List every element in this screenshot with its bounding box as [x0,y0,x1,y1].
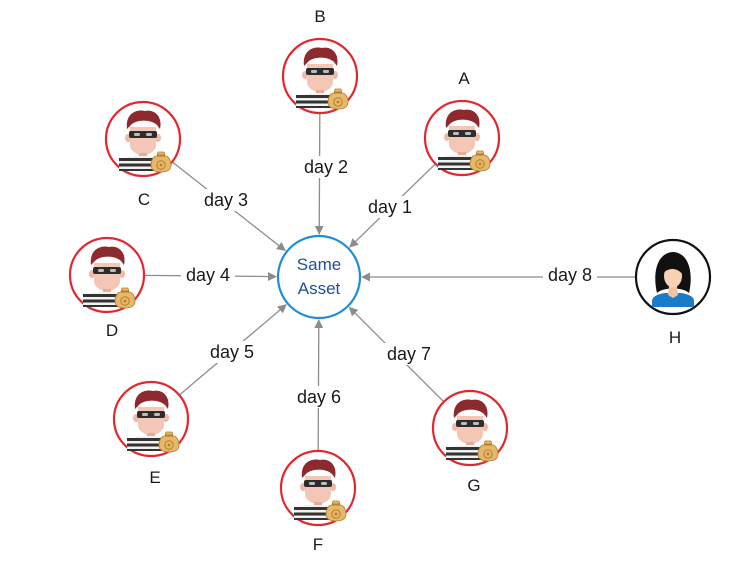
edge-f: day 6 [292,319,346,452]
node-label-f: F [313,535,323,554]
edge-d: day 4 [143,264,277,286]
node-label-a: A [458,69,470,88]
edge-label-bg [292,386,346,408]
edge-label-bg [382,343,436,365]
center-label-line2: Asset [298,279,341,298]
node-label-g: G [467,476,480,495]
node-a: A [423,69,501,177]
edge-label-b: day 2 [304,157,348,177]
node-label-b: B [314,7,325,26]
edge-layer: day 1 day 2 day 3 day 4 day 5 day 6 day 7 day 8 [143,112,636,452]
edge-h: day 8 [361,264,636,286]
node-e: E [112,380,190,487]
center-node-circle [276,234,362,320]
node-label-e: E [149,468,160,487]
edge-a: day 1 [349,163,436,248]
edge-label-a: day 1 [368,197,412,217]
edge-label-h: day 8 [548,265,592,285]
edge-label-bg [199,189,253,211]
center-node: Same Asset [276,234,362,320]
edge-label-f: day 6 [297,387,341,407]
node-label-c: C [138,190,150,209]
node-g: G [431,389,509,495]
node-label-d: D [106,321,118,340]
edge-label-c: day 3 [204,190,248,210]
node-f: F [279,449,357,554]
edge-label-e: day 5 [210,342,254,362]
node-d: D [68,236,146,340]
edge-label-bg [205,341,259,363]
node-label-h: H [669,328,681,347]
edge-label-d: day 4 [186,265,230,285]
edge-c: day 3 [171,161,286,252]
edge-label-bg [299,156,353,178]
edge-arrow-f [314,319,324,452]
edge-label-bg [363,196,417,218]
edge-e: day 5 [178,304,287,396]
center-label-line1: Same [297,255,341,274]
edge-label-bg [543,264,597,286]
node-c: C [104,100,182,209]
edge-b: day 2 [299,112,353,235]
node-h: H [634,238,712,347]
node-layer: A B C D E F G H [68,7,712,554]
edge-label-g: day 7 [387,344,431,364]
edge-g: day 7 [348,306,445,403]
node-b: B [281,7,359,115]
edge-label-bg [181,264,235,286]
